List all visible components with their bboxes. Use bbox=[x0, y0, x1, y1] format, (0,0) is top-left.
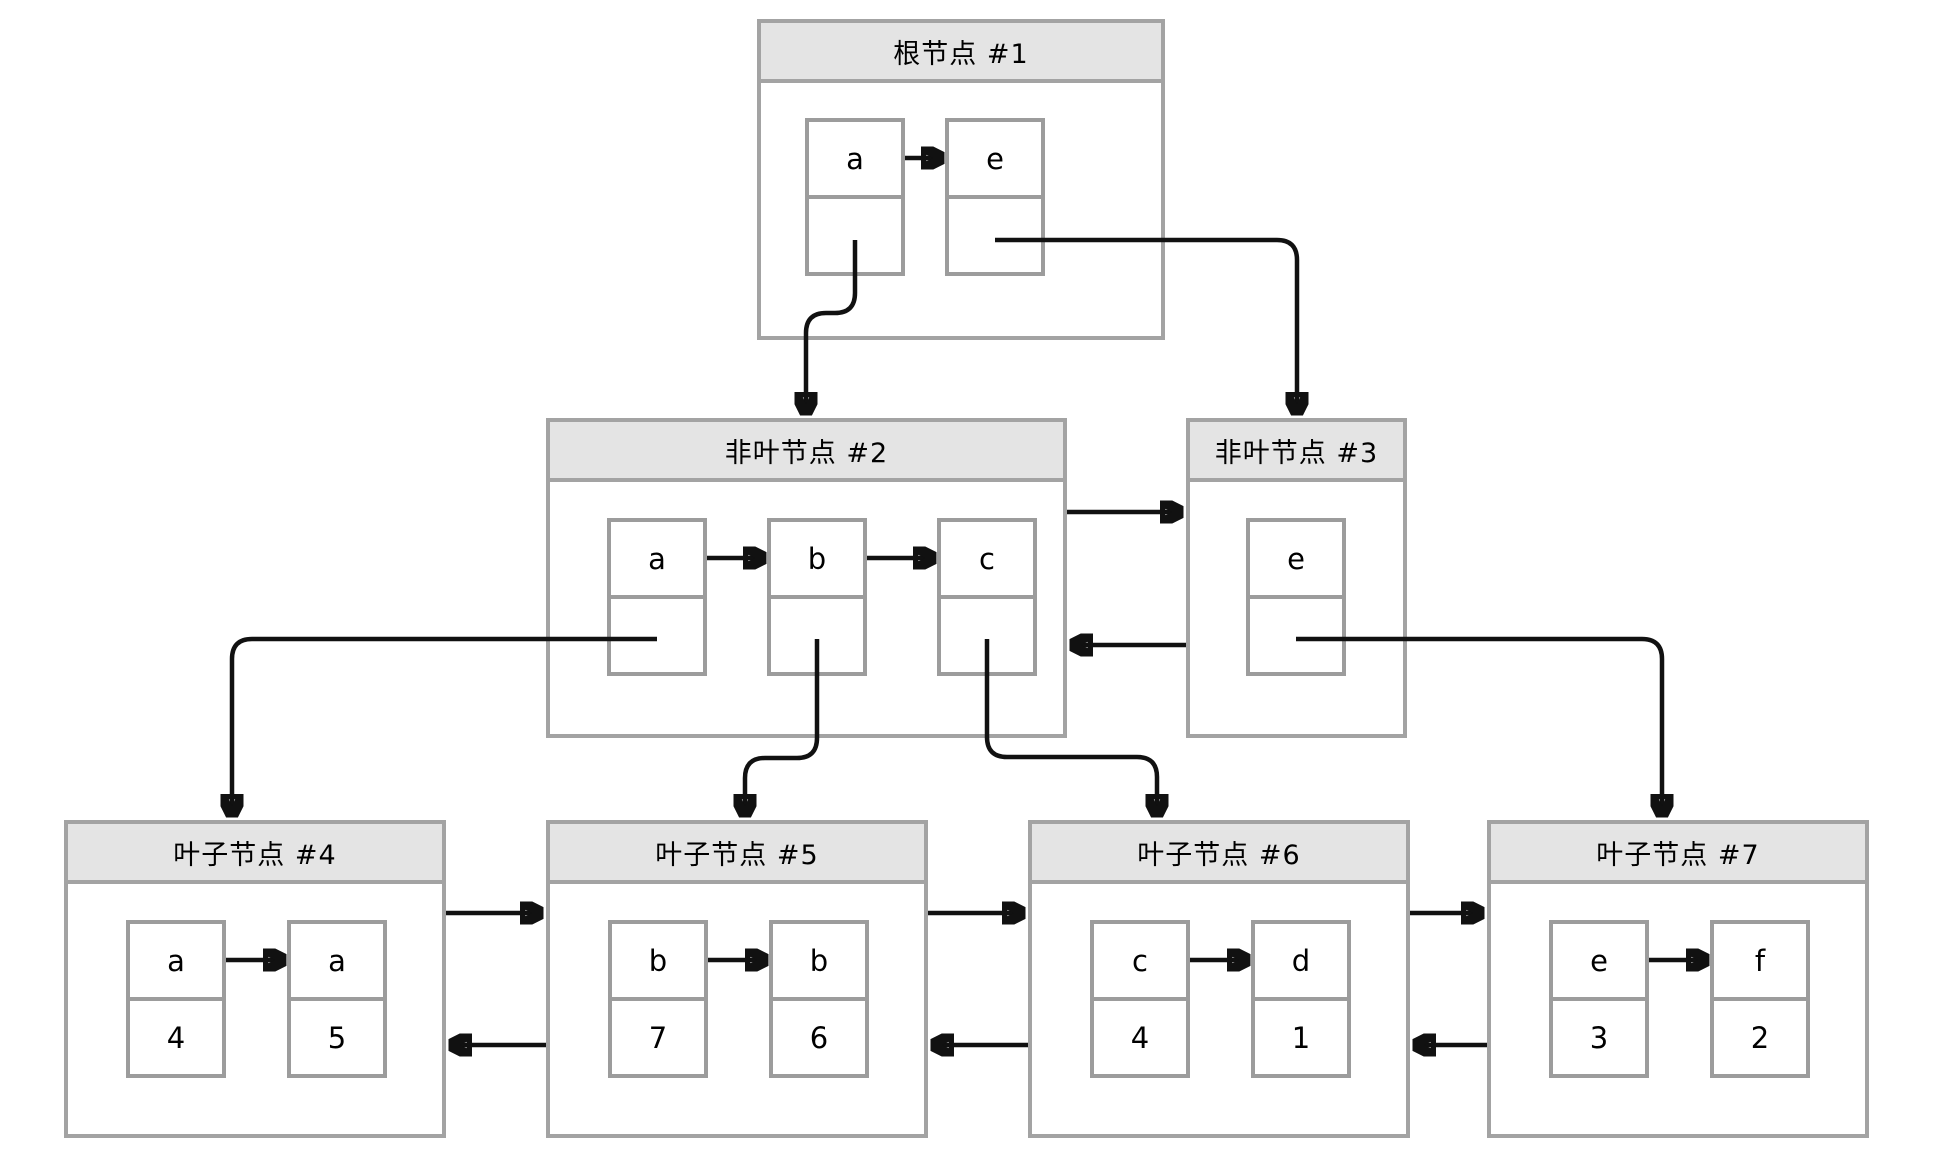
record: f 2 bbox=[1710, 920, 1810, 1078]
pointer-cell bbox=[945, 195, 1045, 276]
value-cell: 1 bbox=[1251, 997, 1351, 1078]
value-cell: 4 bbox=[1090, 997, 1190, 1078]
record: b bbox=[767, 518, 867, 676]
record: c 4 bbox=[1090, 920, 1190, 1078]
record: b 7 bbox=[608, 920, 708, 1078]
node-internal-3: 非叶节点 #3 e bbox=[1186, 418, 1407, 738]
value-cell: 4 bbox=[126, 997, 226, 1078]
node-leaf-5-header: 叶子节点 #5 bbox=[550, 824, 924, 884]
pointer-cell bbox=[1246, 595, 1346, 676]
key-cell: c bbox=[937, 518, 1037, 599]
node-leaf-6-header: 叶子节点 #6 bbox=[1032, 824, 1406, 884]
node-leaf-4-header: 叶子节点 #4 bbox=[68, 824, 442, 884]
value-cell: 3 bbox=[1549, 997, 1649, 1078]
key-cell: f bbox=[1710, 920, 1810, 1001]
record: d 1 bbox=[1251, 920, 1351, 1078]
node-root-1: 根节点 #1 a e bbox=[757, 19, 1165, 340]
key-cell: a bbox=[805, 118, 905, 199]
node-internal-3-header: 非叶节点 #3 bbox=[1190, 422, 1403, 482]
pointer-cell bbox=[805, 195, 905, 276]
key-cell: e bbox=[1549, 920, 1649, 1001]
value-cell: 5 bbox=[287, 997, 387, 1078]
node-leaf-5-title: 叶子节点 #5 bbox=[655, 839, 819, 871]
node-internal-2-header: 非叶节点 #2 bbox=[550, 422, 1063, 482]
key-cell: b bbox=[767, 518, 867, 599]
record: a bbox=[805, 118, 905, 276]
key-cell: a bbox=[126, 920, 226, 1001]
value-cell: 2 bbox=[1710, 997, 1810, 1078]
record: e 3 bbox=[1549, 920, 1649, 1078]
node-leaf-7-title: 叶子节点 #7 bbox=[1596, 839, 1760, 871]
key-cell: a bbox=[607, 518, 707, 599]
record: c bbox=[937, 518, 1037, 676]
record: e bbox=[945, 118, 1045, 276]
key-cell: e bbox=[1246, 518, 1346, 599]
key-cell: c bbox=[1090, 920, 1190, 1001]
node-leaf-5: 叶子节点 #5 b 7 b 6 bbox=[546, 820, 928, 1138]
record: a 4 bbox=[126, 920, 226, 1078]
key-cell: b bbox=[769, 920, 869, 1001]
node-root-1-title: 根节点 #1 bbox=[893, 38, 1029, 70]
node-leaf-6: 叶子节点 #6 c 4 d 1 bbox=[1028, 820, 1410, 1138]
pointer-cell bbox=[767, 595, 867, 676]
node-leaf-4-title: 叶子节点 #4 bbox=[173, 839, 337, 871]
node-internal-3-title: 非叶节点 #3 bbox=[1214, 437, 1379, 469]
pointer-cell bbox=[937, 595, 1037, 676]
node-leaf-4: 叶子节点 #4 a 4 a 5 bbox=[64, 820, 446, 1138]
key-cell: d bbox=[1251, 920, 1351, 1001]
node-leaf-7: 叶子节点 #7 e 3 f 2 bbox=[1487, 820, 1869, 1138]
record: e bbox=[1246, 518, 1346, 676]
record: b 6 bbox=[769, 920, 869, 1078]
node-internal-2: 非叶节点 #2 a b c bbox=[546, 418, 1067, 738]
value-cell: 7 bbox=[608, 997, 708, 1078]
node-root-1-header: 根节点 #1 bbox=[761, 23, 1161, 83]
record: a 5 bbox=[287, 920, 387, 1078]
pointer-cell bbox=[607, 595, 707, 676]
node-leaf-7-header: 叶子节点 #7 bbox=[1491, 824, 1865, 884]
key-cell: b bbox=[608, 920, 708, 1001]
key-cell: a bbox=[287, 920, 387, 1001]
node-internal-2-title: 非叶节点 #2 bbox=[724, 437, 889, 469]
node-leaf-6-title: 叶子节点 #6 bbox=[1137, 839, 1301, 871]
value-cell: 6 bbox=[769, 997, 869, 1078]
key-cell: e bbox=[945, 118, 1045, 199]
record: a bbox=[607, 518, 707, 676]
